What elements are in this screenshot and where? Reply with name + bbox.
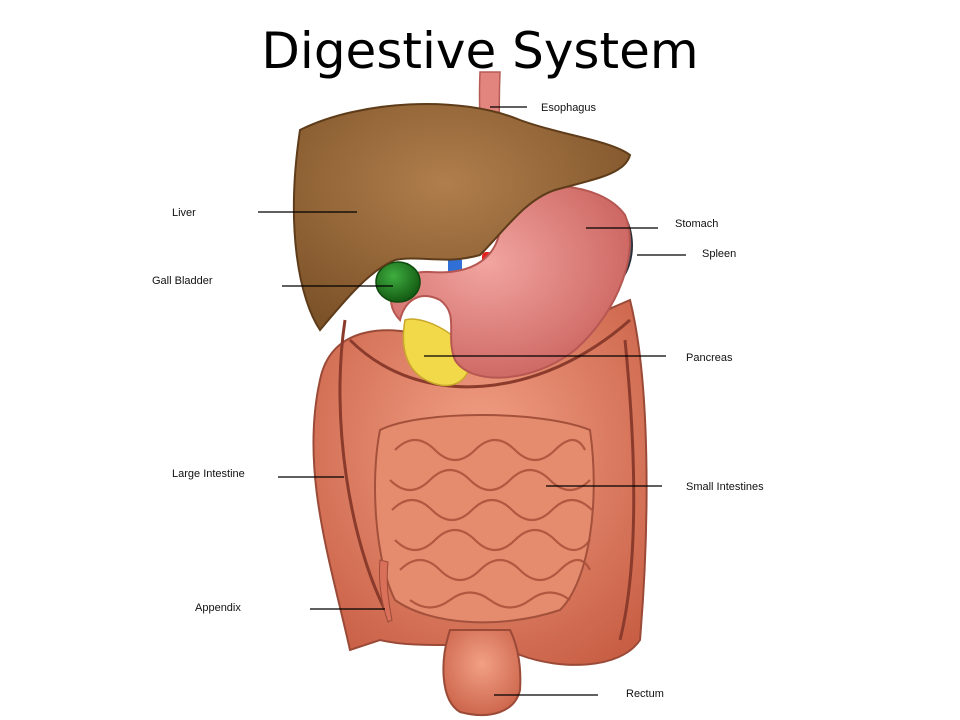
label-stomach: Stomach (675, 218, 718, 230)
label-spleen: Spleen (702, 248, 736, 260)
pancreas-shape (402, 318, 471, 387)
label-appendix: Appendix (195, 602, 241, 614)
appendix-shape (379, 559, 393, 623)
stomach-shape (390, 184, 631, 379)
slide-title: Digestive System (261, 22, 699, 80)
label-small-intestines: Small Intestines (686, 481, 764, 493)
gall-bladder-shape (375, 261, 421, 303)
liver-shape (292, 102, 632, 332)
label-large-intestine: Large Intestine (172, 468, 245, 480)
label-liver: Liver (172, 207, 196, 219)
label-pancreas: Pancreas (686, 352, 733, 364)
small-intestines-shape (374, 414, 595, 624)
label-gall-bladder: Gall Bladder (152, 275, 213, 287)
label-rectum: Rectum (626, 688, 664, 700)
rectum-shape (442, 629, 522, 716)
label-esophagus: Esophagus (541, 102, 597, 114)
